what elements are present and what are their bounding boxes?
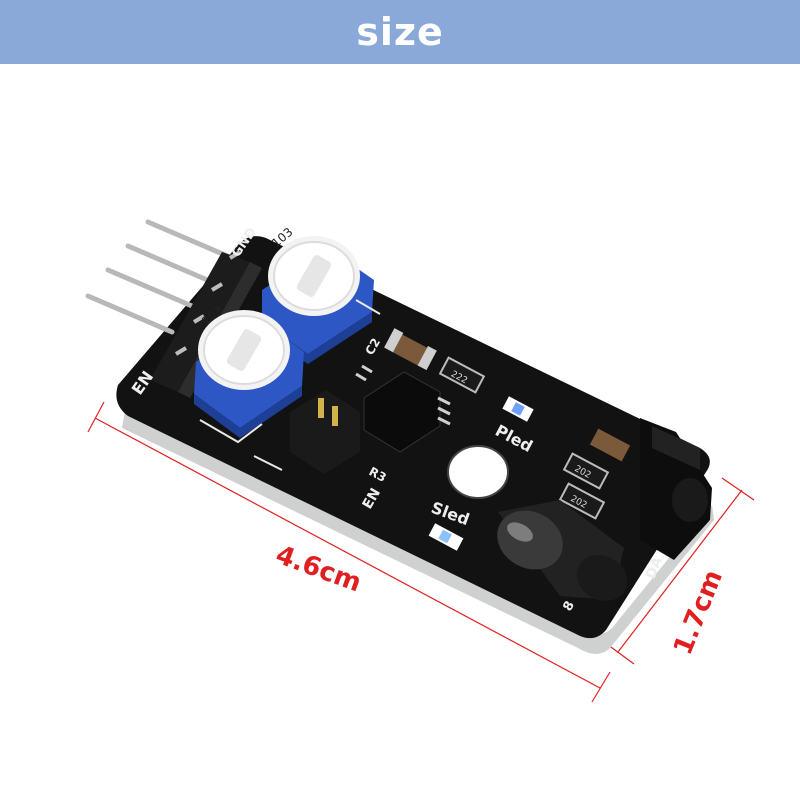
silkscreen-outlines [199,299,381,471]
potentiometer-bottom [194,310,304,438]
potentiometer-top [262,236,374,364]
jumper-block [290,390,360,474]
ir-receiver [640,418,712,560]
banner-title: size [356,10,444,54]
header-pin-stubs [174,250,242,356]
label-da: DA [643,555,666,582]
title-banner: size [0,0,800,64]
ic-chip [355,364,451,453]
capacitor-c2 [384,328,437,371]
ir-emitter [497,500,628,601]
header-pins [85,219,235,335]
length-dimension-line [87,401,611,703]
product-photo: 103 103 222 Pled [85,219,755,703]
resistor-202-b: 202 [558,482,606,520]
capacitor-c3 [589,428,631,462]
mounting-hole [447,445,509,499]
led-sled [428,523,464,551]
resistor-202-a: 202 [562,452,610,490]
led-pled [502,396,534,422]
